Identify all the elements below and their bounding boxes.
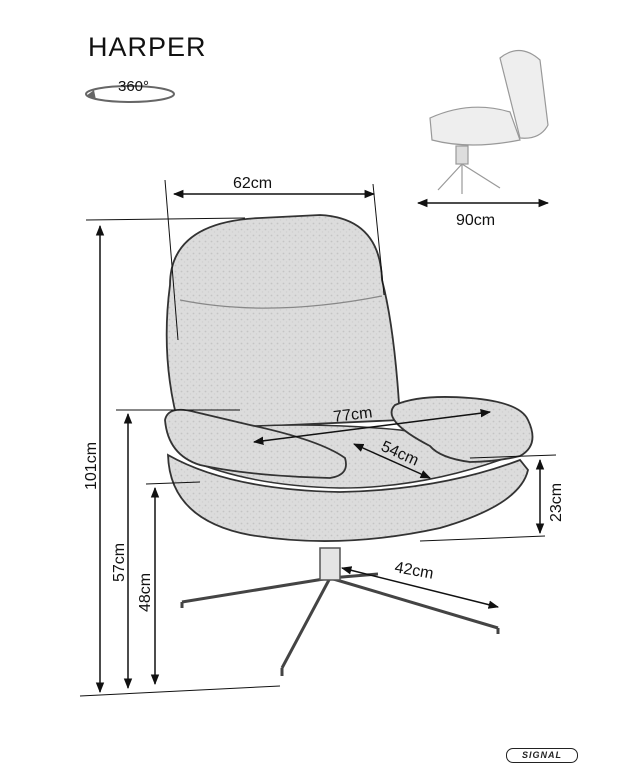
rotation-label: 360°	[118, 78, 149, 95]
product-title: HARPER	[88, 32, 207, 62]
total-height-label: 101cm	[83, 442, 100, 490]
swivel-column	[319, 547, 341, 581]
seat-width-arrow	[252, 409, 492, 445]
swivel-base	[180, 572, 500, 676]
rotation-360-icon	[85, 85, 175, 103]
seat-depth-arrow	[353, 443, 431, 479]
base-radius-arrow	[340, 566, 500, 609]
base-radius-label: 42cm	[393, 559, 434, 583]
seat-height-label: 48cm	[137, 573, 154, 612]
seat-width-label: 77cm	[332, 404, 373, 426]
brand-logo: SIGNAL	[506, 748, 578, 763]
chair-main-illustration	[164, 214, 534, 676]
reference-lines	[79, 179, 557, 697]
overall-width-label: 90cm	[456, 212, 495, 229]
armrest-height-label: 57cm	[111, 543, 128, 582]
seat-base	[167, 453, 529, 542]
chair-side-thumbnail	[429, 49, 549, 194]
armrest-to-seat-label: 23cm	[548, 483, 565, 522]
backrest	[165, 214, 401, 431]
top-width-label: 62cm	[233, 175, 272, 192]
